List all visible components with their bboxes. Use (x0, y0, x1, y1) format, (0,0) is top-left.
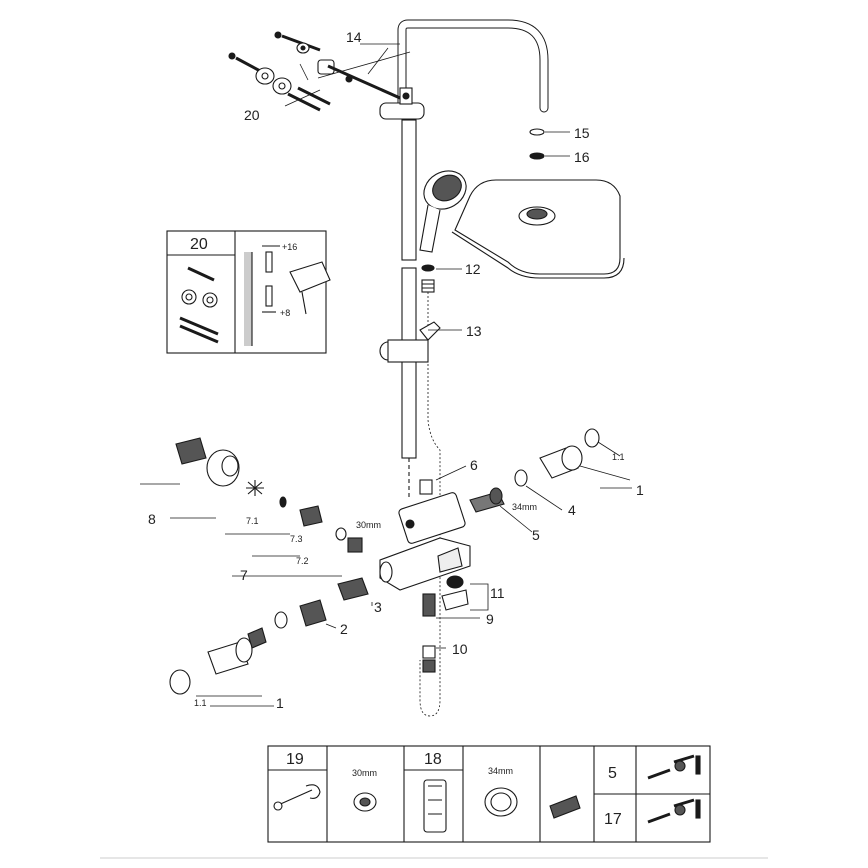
wall-mount-parts (228, 31, 411, 112)
thermostat-body (379, 479, 471, 591)
shower-arm (397, 19, 549, 118)
hand-shower (419, 170, 467, 253)
hose-parts (419, 264, 441, 717)
callout-1-1-bottom: 1.1 (194, 698, 207, 708)
tool-19-label: 19 (286, 751, 304, 768)
tool-17-label: 17 (604, 811, 622, 828)
callout-2: 2 (340, 621, 348, 637)
lower-left-parts (169, 577, 369, 695)
callout-30mm: 30mm (356, 520, 381, 530)
left-parts (175, 437, 363, 553)
pipe-pair-icon-17 (647, 798, 701, 824)
callout-7-2: 7.2 (296, 556, 309, 566)
ring-34mm-icon (484, 787, 518, 817)
callout-labels: 14 20 15 16 12 13 6 1.1 1 34mm 4 5 8 7.1… (148, 29, 644, 711)
nut-30mm-icon (353, 792, 377, 812)
callout-7-1: 7.1 (246, 516, 259, 526)
connector-icon (549, 795, 581, 819)
callout-14: 14 (346, 29, 362, 45)
pipe-pair-icon-5 (647, 754, 701, 780)
callout-13: 13 (466, 323, 482, 339)
cartridge-tool-icon (423, 779, 447, 833)
inset-dim-top: +16 (282, 242, 297, 252)
callout-12: 12 (465, 261, 481, 277)
callout-20: 20 (244, 107, 260, 123)
inset-dim-bottom: +8 (280, 308, 290, 318)
wrench-icon (273, 784, 321, 811)
callout-1-top: 1 (636, 482, 644, 498)
callout-7: 7 (240, 567, 248, 583)
inset-title: 20 (190, 236, 208, 253)
callout-6: 6 (470, 457, 478, 473)
outlet-parts (422, 575, 469, 673)
callout-5: 5 (532, 527, 540, 543)
riser-rail (401, 119, 417, 500)
callout-9: 9 (486, 611, 494, 627)
tools-table-labels: 19 30mm 18 34mm 5 17 (286, 751, 622, 828)
upper-bracket (379, 87, 425, 120)
callout-1-1-top: 1.1 (612, 452, 625, 462)
callout-34mm: 34mm (512, 502, 537, 512)
head-shower (451, 128, 625, 279)
inset-20 (166, 230, 331, 354)
callout-7-3: 7.3 (290, 534, 303, 544)
tool-34mm-label: 34mm (488, 766, 513, 776)
inset-labels: 20 +16 +8 (190, 236, 297, 318)
tools-table (267, 745, 711, 843)
callout-1-bottom: 1 (276, 695, 284, 711)
callout-15: 15 (574, 125, 590, 141)
slider (379, 321, 441, 363)
callout-11: 11 (490, 585, 505, 601)
callout-8: 8 (148, 511, 156, 527)
callout-16: 16 (574, 149, 590, 165)
callout-10: 10 (452, 641, 468, 657)
tool-5-label: 5 (608, 765, 617, 782)
leader-lines (140, 43, 632, 707)
callout-4: 4 (568, 502, 576, 518)
callout-3: 3 (374, 599, 382, 615)
right-parts (469, 428, 600, 513)
tool-30mm-label: 30mm (352, 768, 377, 778)
tool-18-label: 18 (424, 751, 442, 768)
